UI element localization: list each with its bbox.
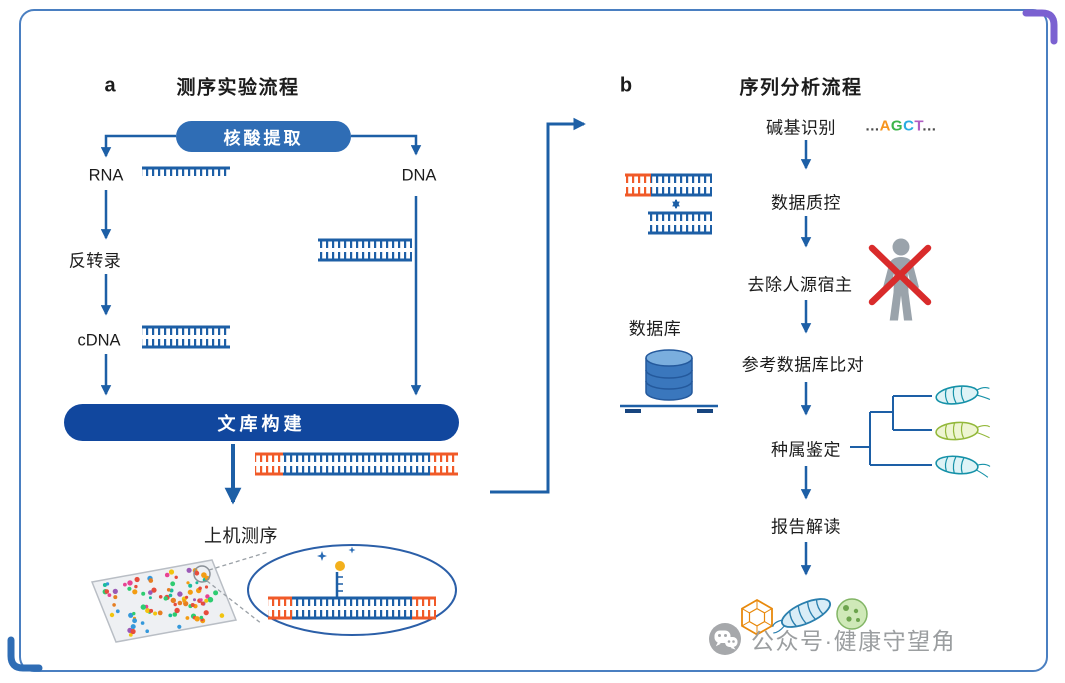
step-base-calling: 碱基识别	[766, 118, 836, 138]
reverse-transcription-label: 反转录	[68, 251, 122, 271]
flow-cell-dots	[102, 567, 225, 637]
polymerase-icon	[335, 561, 345, 571]
panel-b-title: 序列分析流程	[739, 77, 863, 99]
panel-a-letter: a	[104, 74, 116, 97]
read-pair-icon	[625, 173, 712, 235]
rna-label: RNA	[88, 166, 124, 185]
library-construction-box: 文库构建	[64, 404, 459, 441]
step-report: 报告解读	[771, 517, 841, 537]
base-c: C	[903, 117, 915, 135]
figure-border	[19, 9, 1048, 672]
red-cross-icon	[868, 244, 932, 306]
step-taxonomy: 种属鉴定	[771, 440, 841, 460]
arrow-extraction-to-dna	[351, 134, 422, 156]
corner-accent-purple-icon	[1022, 9, 1058, 45]
panel-a-title: 测序实验流程	[176, 77, 300, 99]
step-host-removal: 去除人源宿主	[747, 275, 853, 295]
nucleic-acid-extraction-box: 核酸提取	[176, 121, 351, 152]
panel-b-letter: b	[619, 74, 633, 97]
agct-prefix: ...	[865, 117, 880, 135]
library-fragment-icon	[255, 452, 458, 476]
microbe-icon	[836, 598, 868, 630]
watermark: 公众号·健康守望角	[708, 622, 956, 656]
bacterium-icon	[935, 455, 991, 478]
sparkle-icon	[317, 551, 327, 561]
agct-suffix: ...	[922, 117, 937, 135]
bacterium-icon	[935, 385, 991, 405]
database-label: 数据库	[628, 319, 682, 339]
rna-strand-icon	[142, 166, 230, 176]
bacterium-icon	[935, 421, 991, 441]
corner-accent-blue-icon	[7, 636, 43, 672]
base-t: T	[914, 117, 923, 135]
cdna-label: cDNA	[77, 331, 121, 350]
sequencing-label: 上机测序	[204, 526, 278, 546]
sequencing-cluster-icon	[247, 544, 457, 636]
base-a: A	[879, 117, 891, 135]
dna-label: DNA	[401, 166, 437, 185]
flow-cell-icon	[90, 551, 269, 643]
agct-bases: ...AGCT...	[866, 118, 937, 135]
bacterium-icon	[772, 598, 831, 634]
zoom-source-circle	[193, 565, 211, 583]
base-g: G	[890, 117, 904, 135]
wechat-icon	[709, 623, 741, 655]
phylo-tree-icon	[850, 395, 932, 466]
dna-strand-icon	[318, 238, 412, 262]
flow-arrows	[100, 117, 812, 576]
arrow-extraction-to-rna	[100, 134, 176, 158]
virus-icon	[741, 598, 773, 636]
step-db-alignment: 参考数据库比对	[741, 355, 865, 375]
watermark-text: 公众号·健康守望角	[751, 628, 957, 654]
human-host-icon	[868, 238, 932, 321]
step-qc: 数据质控	[771, 193, 841, 213]
arrow-panel-a-to-b	[490, 117, 586, 494]
database-icon	[620, 349, 718, 413]
library-construction-label: 文库构建	[217, 413, 306, 434]
zoom-guide-lines	[206, 551, 269, 625]
cdna-strand-icon	[142, 325, 230, 349]
nucleic-acid-extraction-label: 核酸提取	[223, 129, 304, 148]
sparkle-icon	[348, 546, 356, 554]
